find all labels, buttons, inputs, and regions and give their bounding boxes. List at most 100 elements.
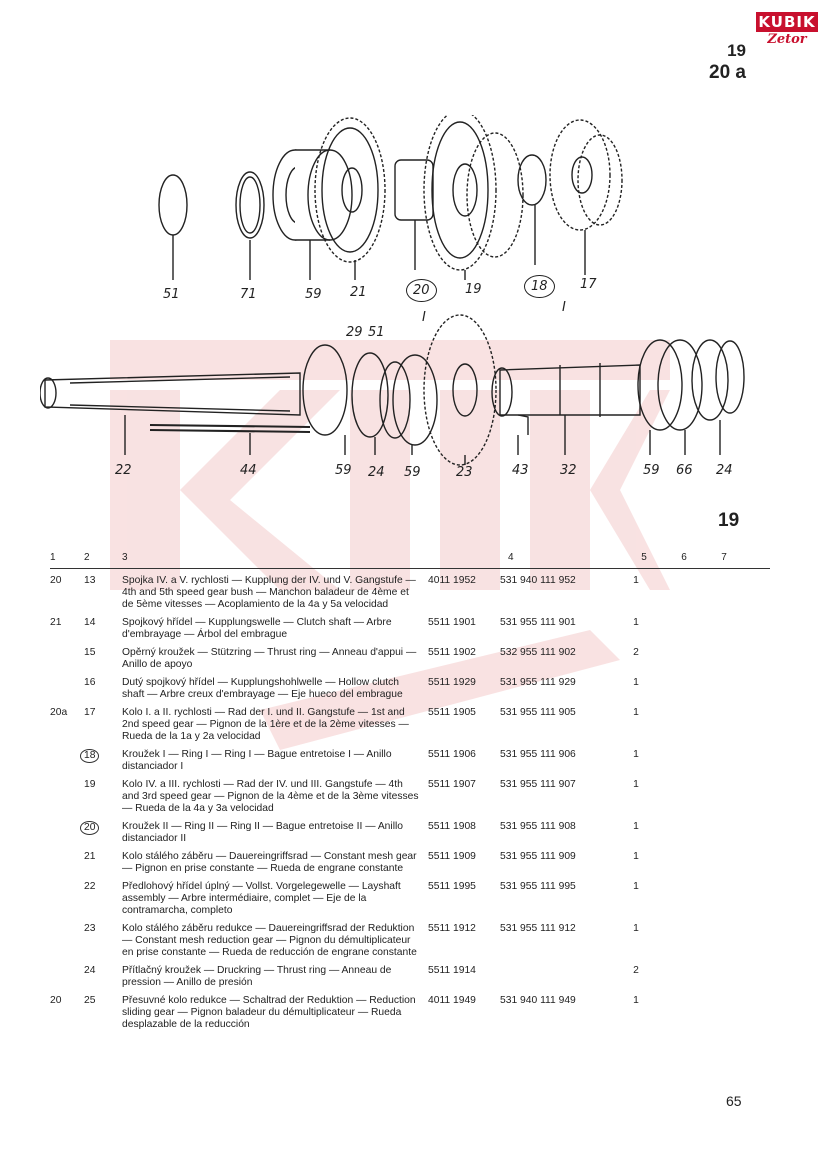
header-col-7: 7: [721, 552, 727, 563]
figure-ref-cell: 21: [50, 617, 62, 628]
quantity-cell: 1: [633, 881, 639, 892]
callout-59-d: 59: [643, 463, 660, 478]
catalog-number-cell: 531 955 111 995: [500, 881, 576, 892]
description-cell: Kroužek I — Ring I — Ring I — Bague entr…: [122, 749, 392, 772]
figure-ref-cell: [50, 821, 84, 845]
position-cell: 25: [84, 995, 96, 1006]
catalog-number-cell: 531 955 111 909: [500, 851, 576, 862]
quantity-cell: 1: [633, 821, 639, 832]
description-cell: Opěrný kroužek — Stützring — Thrust ring…: [122, 647, 417, 670]
callout-i-left: I: [422, 310, 426, 325]
catalog-number-cell: 531 955 111 929: [500, 677, 576, 688]
callout-29: 29: [346, 325, 363, 340]
callout-51: 51: [163, 287, 180, 302]
callout-43: 43: [512, 463, 529, 478]
quantity-cell: 1: [633, 617, 639, 628]
parts-table: 1 2 3 4 5 6 7 20 13 Spojka IV. a V. rychlo…: [50, 552, 770, 1031]
header-col-1: 1: [50, 552, 56, 563]
callout-17: 17: [580, 277, 597, 292]
callout-20: 20: [406, 279, 437, 302]
quantity-cell: 1: [633, 749, 639, 760]
position-cell: 13: [84, 575, 96, 586]
quantity-cell: 1: [633, 707, 639, 718]
position-cell: 21: [84, 851, 96, 862]
shaft-32: [499, 364, 641, 416]
circled-position-number: 18: [80, 749, 100, 763]
catalog-number-cell: 531 955 111 908: [500, 821, 576, 832]
part-number-cell: 5511 1912: [428, 923, 476, 934]
description-cell: Kroužek II — Ring II — Ring II — Bague e…: [122, 821, 404, 844]
catalog-number-cell: 532 955 111 902: [500, 647, 576, 658]
callout-71: 71: [240, 287, 257, 302]
callout-59: 59: [305, 287, 322, 302]
description-cell: Kolo I. a II. rychlosti — Rad der I. und…: [122, 707, 409, 742]
figure-ref-cell: [50, 923, 84, 959]
callout-22: 22: [115, 463, 132, 478]
callout-24: 24: [368, 465, 385, 480]
gear-21: [314, 117, 386, 263]
description-cell: Předlohový hřídel úplný — Vollst. Vorgel…: [122, 881, 401, 916]
callout-59-c: 59: [404, 465, 421, 480]
position-cell: 19: [84, 779, 96, 790]
figure-reference: 19 20 a: [709, 40, 746, 84]
description-cell: Kolo stálého záběru — Dauereingriffsrad …: [122, 851, 417, 874]
catalog-number-cell: 531 940 111 952: [500, 575, 576, 586]
quantity-cell: 2: [633, 965, 639, 976]
figure-ref-line2: 20 a: [709, 62, 746, 83]
callout-18: 18: [524, 275, 555, 298]
logo-kubik-text: KUBIK: [756, 12, 818, 32]
description-cell: Spojkový hřídel — Kupplungswelle — Clutc…: [122, 617, 392, 640]
callout-layer: 51 71 59 21 20 19 18 17 I I 29 51 22 44 …: [0, 0, 826, 500]
part-number-cell: 4011 1952: [428, 575, 476, 586]
figure-ref-cell: [50, 965, 84, 989]
part-number-cell: 5511 1906: [428, 749, 476, 760]
position-cell: 23: [84, 923, 96, 934]
quantity-cell: 1: [633, 851, 639, 862]
part-number-cell: 5511 1909: [428, 851, 476, 862]
position-cell: 16: [84, 677, 96, 688]
callout-23: 23: [456, 465, 473, 480]
gear-19: [423, 115, 497, 271]
catalog-number-cell: 531 955 111 905: [500, 707, 576, 718]
position-cell: 20: [80, 821, 122, 845]
callout-59-b: 59: [335, 463, 352, 478]
position-cell: 17: [84, 707, 96, 718]
callout-21: 21: [350, 285, 367, 300]
header-col-5: 5: [641, 552, 647, 563]
quantity-cell: 2: [633, 647, 639, 658]
table-header: 1 2 3 4 5 6 7: [50, 552, 770, 569]
ring-part: [235, 171, 265, 239]
figure-ref-cell: [50, 749, 84, 773]
callout-44: 44: [240, 463, 257, 478]
table-row: 16 Dutý spojkový hřídel — Kupplungshohlwe…: [50, 677, 770, 701]
gear-17: [549, 119, 611, 231]
header-col-6: 6: [681, 552, 687, 563]
quantity-cell: 1: [633, 995, 639, 1006]
table-row: 20a 17 Kolo I. a II. rychlosti — Rad der I…: [50, 707, 770, 743]
description-cell: Spojka IV. a V. rychlosti — Kupplung der…: [122, 575, 416, 610]
figure-ref-cell: [50, 677, 84, 701]
header-col-2: 2: [84, 552, 90, 563]
quantity-cell: 1: [633, 923, 639, 934]
description-cell: Dutý spojkový hřídel — Kupplungshohlwell…: [122, 677, 403, 700]
description-cell: Kolo stálého záběru redukce — Dauereingr…: [122, 923, 417, 958]
callout-i-right: I: [562, 300, 566, 315]
position-cell: 24: [84, 965, 96, 976]
catalog-number-cell: 531 955 111 906: [500, 749, 576, 760]
callout-19: 19: [465, 282, 482, 297]
description-cell: Kolo IV. a III. rychlosti — Rad der IV. …: [122, 779, 419, 814]
quantity-cell: 1: [633, 575, 639, 586]
callout-66: 66: [676, 463, 693, 478]
part-number-cell: 5511 1901: [428, 617, 476, 628]
figure-ref-cell: 20a: [50, 707, 68, 718]
part-number-cell: 4011 1949: [428, 995, 476, 1006]
figure-ref-line1: 19: [727, 41, 746, 60]
quantity-cell: 1: [633, 677, 639, 688]
table-row: 23 Kolo stálého záběru redukce — Dauerein…: [50, 923, 770, 959]
table-body: 20 13 Spojka IV. a V. rychlosti — Kupplung…: [50, 575, 770, 1031]
part-number-cell: 5511 1902: [428, 647, 476, 658]
catalog-number-cell: [500, 965, 616, 989]
